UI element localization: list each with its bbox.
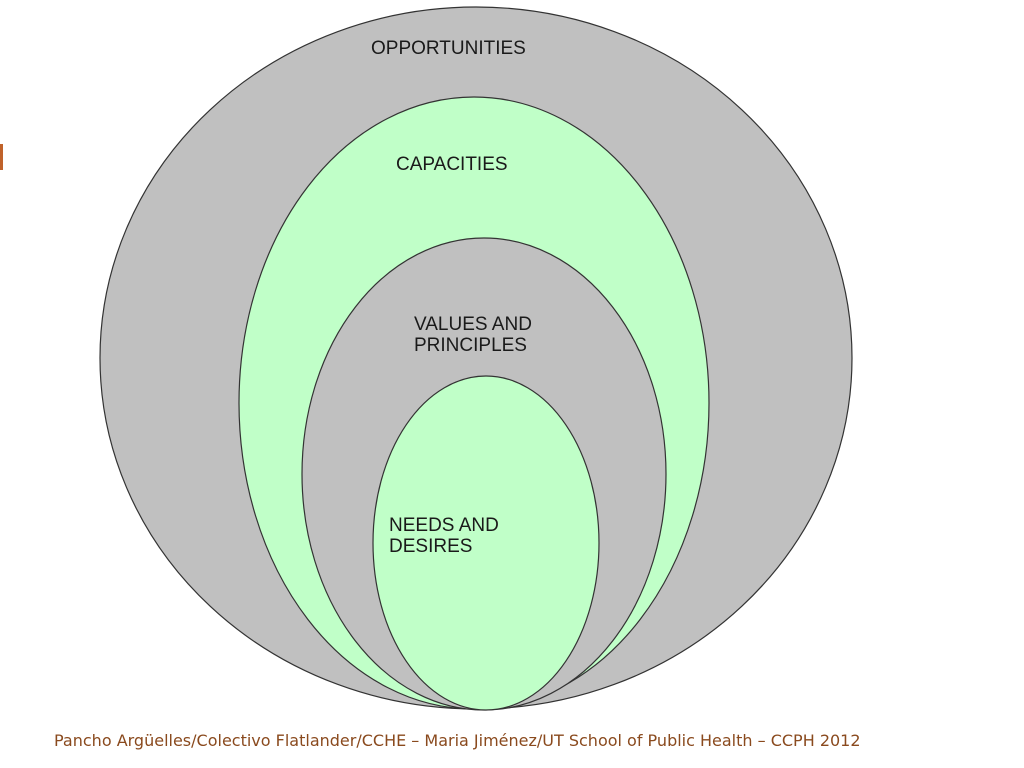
label-capacities: CAPACITIES (396, 154, 508, 175)
accent-mark (0, 144, 3, 170)
credit-line: Pancho Argüelles/Colectivo Flatlander/CC… (54, 731, 861, 750)
layer-needs-and-desires (372, 375, 600, 711)
label-values-and-principles: VALUES AND PRINCIPLES (414, 314, 537, 356)
label-needs-and-desires: NEEDS AND DESIRES (389, 515, 504, 557)
label-opportunities: OPPORTUNITIES (371, 38, 526, 59)
